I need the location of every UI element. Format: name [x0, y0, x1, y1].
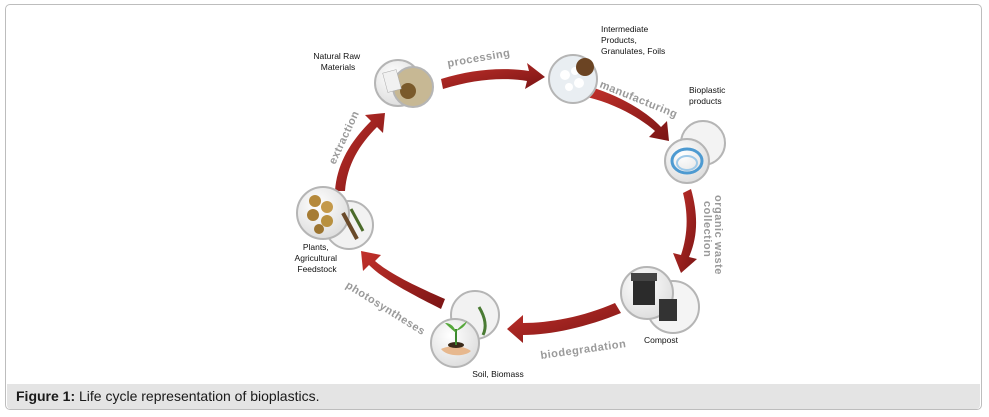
bioplastic-products-image: [664, 120, 726, 184]
label-plants-line2: Agricultural: [295, 253, 338, 263]
arrow-photosyntheses: [361, 251, 445, 309]
figure-frame: Natural Raw Materials Intermediate Produ…: [5, 4, 982, 410]
label-bioplastic-line2: products: [689, 96, 722, 106]
arrow-extraction: [335, 113, 385, 191]
label-compost: Compost: [644, 335, 679, 345]
plants-image: [296, 186, 374, 250]
label-natural-raw-materials-line1: Natural Raw: [313, 51, 361, 61]
figure-caption: Figure 1: Life cycle representation of b…: [7, 384, 980, 409]
label-soil-biomass-line1: Soil, Biomass: [472, 369, 524, 379]
label-natural-raw-materials-line2: Materials: [321, 62, 355, 72]
arrow-organic-waste-collection: [673, 189, 697, 273]
life-cycle-svg: Natural Raw Materials Intermediate Produ…: [295, 24, 728, 379]
arrow-manufacturing: [587, 87, 669, 141]
soil-biomass-image: [430, 290, 500, 368]
label-natural-raw-materials: Natural Raw Materials: [313, 51, 362, 72]
bioplastic-life-cycle-diagram: Natural Raw Materials Intermediate Produ…: [253, 17, 745, 385]
stage-collection: collection: [701, 201, 713, 257]
label-plants-line3: Feedstock: [297, 264, 337, 274]
label-bioplastic-line1: Bioplastic: [689, 85, 726, 95]
intermediate-products-image: [548, 54, 598, 104]
label-plants: Plants, Agricultural Feedstock: [295, 242, 340, 274]
label-soil-biomass: Soil, Biomass: [472, 369, 524, 379]
label-intermediate-line3: Granulates, Foils: [601, 46, 665, 56]
caption-text: Life cycle representation of bioplastics…: [79, 388, 320, 404]
label-intermediate-line1: Intermediate: [601, 24, 649, 34]
caption-label: Figure 1:: [16, 388, 76, 404]
stage-organic-waste: organic waste: [712, 195, 724, 275]
natural-raw-materials-image: [374, 59, 434, 108]
label-bioplastic-products: Bioplastic products: [689, 85, 728, 106]
arrow-processing: [441, 63, 545, 89]
compost-image: [620, 266, 700, 334]
label-intermediate-line2: Products,: [601, 35, 637, 45]
label-intermediate-products: Intermediate Products, Granulates, Foils: [601, 24, 665, 56]
stage-biodegradation: biodegradation: [540, 338, 627, 362]
label-compost-line1: Compost: [644, 335, 679, 345]
arrow-biodegradation: [507, 303, 621, 343]
stage-processing: processing: [446, 47, 511, 70]
label-plants-line1: Plants,: [303, 242, 329, 252]
